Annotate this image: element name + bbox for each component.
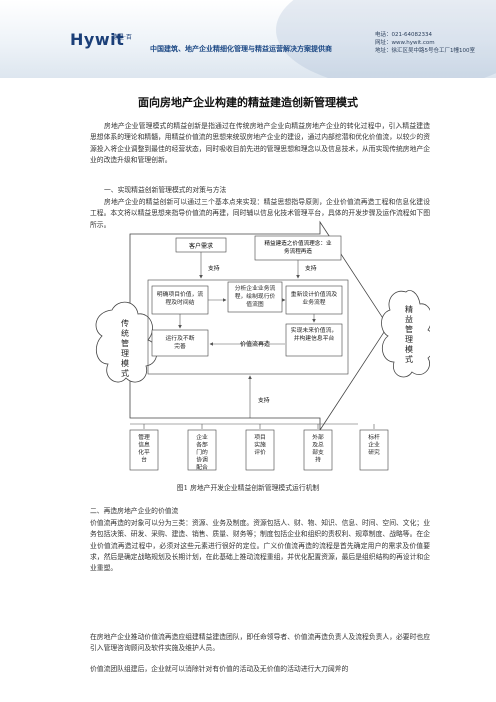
document-title: 面向房地产企业构建的精益建造创新管理模式 xyxy=(138,96,358,109)
contact-phone: 电话：021-64082334 xyxy=(375,32,432,38)
section2-paragraph-3: 价值流团队组建后，企业就可以消除针对有价值的活动及无价值的活动进行大刀阔斧的 xyxy=(90,665,349,673)
bottom-box-text: 标杆 xyxy=(368,433,380,441)
right-cloud-char: 理 xyxy=(405,335,413,344)
analyze-flow-box xyxy=(227,281,283,313)
support-label-top-right: 支持 xyxy=(305,264,317,272)
bottom-box-1 xyxy=(129,429,159,471)
contact-address: 地址：徐汇区吴中路5号仓工厂1幢100室 xyxy=(375,48,475,54)
section1-heading: 一、实现精益创新管理模式的对策与方法 xyxy=(104,186,227,194)
right-cloud xyxy=(381,290,436,378)
header-decoration xyxy=(276,0,496,78)
bottom-box-text: 企业 xyxy=(368,441,380,449)
bottom-box-text: 部支 xyxy=(312,448,324,456)
redesign-flow-box xyxy=(285,285,343,315)
operate-improve-text: 完善 xyxy=(174,342,186,350)
analyze-flow-text: 程，绘制现行价 xyxy=(235,292,276,300)
intro-paragraph: 房地产企业管理模式的精益创新是指通过在传统房地产企业向精益房地产企业的转化过程中… xyxy=(90,122,430,164)
left-cloud-char: 式 xyxy=(121,368,129,378)
future-flow-box xyxy=(285,323,343,357)
customer-needs-label: 客户需求 xyxy=(189,242,213,250)
define-value-box xyxy=(151,285,209,315)
left-cloud-char: 统 xyxy=(121,328,129,338)
big-arrow-outline xyxy=(129,220,389,432)
left-cloud-char: 管 xyxy=(121,338,129,348)
bottom-box-text: 各部 xyxy=(196,441,208,449)
bottom-box-text: 化平 xyxy=(138,448,150,456)
bottom-box-text: 协调 xyxy=(196,456,208,464)
define-value-text: 程及时间结 xyxy=(166,298,195,306)
contact-website: 网址：www.hywit.com xyxy=(375,40,435,46)
process-diagram: 传统管理模式 精益管理模式 客户需求 精益建造之价值流理念：业务流程再造 支持 … xyxy=(90,218,436,473)
operate-improve-box xyxy=(151,329,209,357)
analyze-flow-text: 值流图 xyxy=(246,300,264,308)
bottom-box-text: 实施 xyxy=(254,441,266,449)
bottom-box-text: 管理 xyxy=(138,433,150,441)
right-cloud-char: 模 xyxy=(405,344,413,354)
future-flow-text: 实现未来价值流， xyxy=(291,326,337,334)
left-cloud-char: 理 xyxy=(121,349,129,358)
left-cloud xyxy=(95,301,158,383)
define-value-text: 明确项目价值，流 xyxy=(157,290,204,298)
right-cloud-char: 管 xyxy=(405,324,413,334)
figure-caption: 图1 房地产开发企业精益创新管理模式运行机制 xyxy=(176,484,320,492)
bottom-box-text: 企业 xyxy=(196,433,208,441)
inner-frame xyxy=(147,279,349,375)
section1-paragraph: 房地产企业的精益创新可以通过三个基本点来实现：精益思想指导原则，企业价值流再造工… xyxy=(90,198,430,229)
support-label-top-left: 支持 xyxy=(208,264,220,272)
bottom-box-text: 信息 xyxy=(138,441,150,449)
bottom-box-text: 持 xyxy=(315,456,321,464)
future-flow-text: 并构建信息平台 xyxy=(294,334,335,342)
header-slogan: 中国建筑、地产企业精细化管理与精益运营解决方案提供商 xyxy=(150,45,332,53)
hywit-logo: Hywit xyxy=(70,30,125,49)
logo-subtext: 德昱·百 xyxy=(112,34,132,41)
redesign-flow-text: 业务流程 xyxy=(302,298,325,306)
lean-idea-box xyxy=(254,235,342,261)
operate-improve-text: 运行及不断 xyxy=(166,334,195,342)
bottom-box-text: 研究 xyxy=(368,448,380,456)
lean-idea-label: 精益建造之价值流理念：业务流程再造 xyxy=(264,239,332,255)
section2-paragraph-2: 在房地产企业推动价值流再造应组建精益建造团队，即任命领导者、价值流再造负责人及流… xyxy=(90,633,430,653)
section2-paragraph-1: 价值流再造的对象可以分为三类：资源、业务及制度。资源包括人、财、物、知识、信息、… xyxy=(90,519,430,573)
bottom-box-text: 项目 xyxy=(254,434,266,441)
bottom-box-2 xyxy=(187,429,217,471)
header-contact: 电话：021-64082334 网址：www.hywit.com 地址：徐汇区吴… xyxy=(375,31,475,55)
bottom-box-5 xyxy=(359,429,389,471)
right-cloud-char: 益 xyxy=(405,314,413,324)
section2-heading: 二、再造房地产企业的价值流 xyxy=(90,507,179,515)
support-label-bottom: 支持 xyxy=(258,396,270,404)
bottom-box-3 xyxy=(245,429,275,471)
left-cloud-char: 模 xyxy=(121,358,129,368)
bottom-box-text: 门的 xyxy=(196,448,208,456)
future-flow-label: 实现未来价值流，并构建信息平台 xyxy=(291,326,337,342)
bottom-box-text: 台 xyxy=(141,456,147,464)
right-cloud-char: 式 xyxy=(405,354,413,364)
right-cloud-char: 精 xyxy=(405,304,413,314)
bottom-box-text: 评价 xyxy=(254,448,266,456)
bottom-box-text: 配合 xyxy=(196,463,208,471)
bottom-box-4 xyxy=(303,429,333,471)
bottom-box-text: 外部 xyxy=(312,433,324,441)
redesign-flow-text: 重新设计价值流及 xyxy=(291,290,338,298)
analyze-flow-text: 分析企业业务流 xyxy=(235,284,276,292)
bottom-box-text: 及总 xyxy=(312,441,324,449)
left-cloud-char: 传 xyxy=(121,318,129,328)
header-banner: Hywit 德昱·百 中国建筑、地产企业精细化管理与精益运营解决方案提供商 电话… xyxy=(0,0,496,78)
